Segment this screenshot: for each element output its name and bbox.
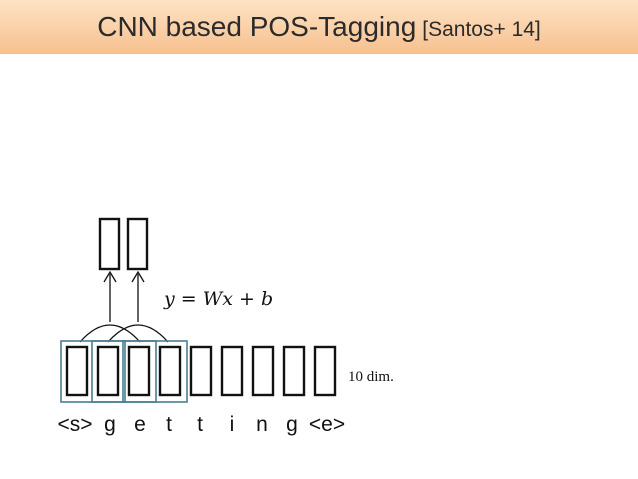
char-label: <s> <box>57 413 92 436</box>
char-label: i <box>230 413 235 436</box>
embedding-box-6 <box>220 345 244 397</box>
embedding-box-5 <box>189 345 213 397</box>
slide-title: CNN based POS-Tagging[Santos+ 14] <box>97 11 541 43</box>
embedding-box-9 <box>313 345 337 397</box>
output-arrowhead-1 <box>103 270 117 283</box>
conv-arc-2 <box>107 324 169 343</box>
char-label: g <box>104 413 116 436</box>
embedding-box-2 <box>96 345 120 397</box>
embedding-box-4 <box>158 345 182 397</box>
embedding-box-7 <box>251 345 275 397</box>
title-bar: CNN based POS-Tagging[Santos+ 14] <box>0 0 638 54</box>
char-label: e <box>134 413 146 436</box>
dimension-label: 10 dim. <box>348 369 394 385</box>
char-label: n <box>256 413 268 436</box>
char-label: t <box>166 413 172 436</box>
output-box-2 <box>126 217 149 271</box>
char-label: t <box>197 413 203 436</box>
formula-label: y = Wx + b <box>163 288 273 310</box>
embedding-box-1 <box>65 345 89 397</box>
conv-arc-1 <box>79 324 141 343</box>
char-embedding-boxes <box>65 345 337 397</box>
output-box-1 <box>98 217 121 271</box>
output-arrowhead-2 <box>131 270 145 283</box>
char-label: g <box>286 413 298 436</box>
slide-title-citation: [Santos+ 14] <box>422 18 541 41</box>
character-labels: <s> g e t t i n g <e> <box>57 413 345 436</box>
slide-title-main: CNN based POS-Tagging <box>97 11 417 42</box>
embedding-box-3 <box>127 345 151 397</box>
char-label: <e> <box>309 413 345 436</box>
filter-window-3 <box>122 340 188 403</box>
embedding-box-8 <box>282 345 306 397</box>
